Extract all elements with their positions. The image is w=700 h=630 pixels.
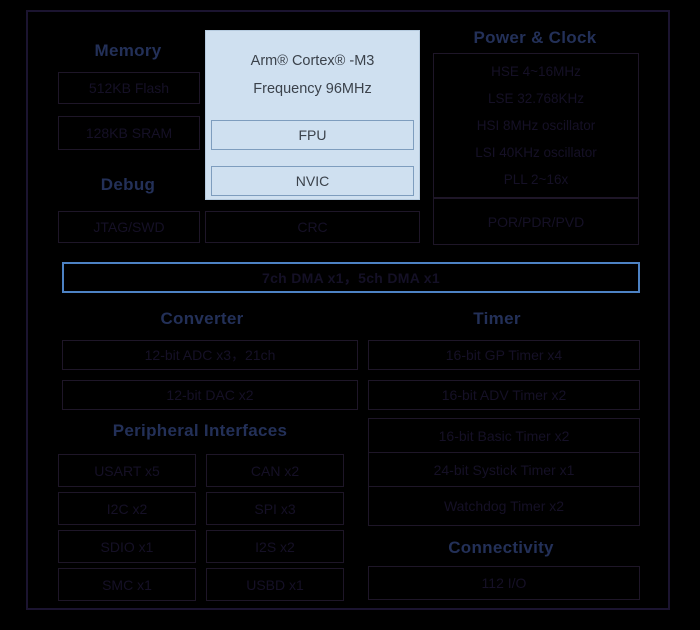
timer-item-gp: 16-bit GP Timer x4 [368, 340, 640, 370]
section-title-peripheral-interfaces: Peripheral Interfaces [112, 421, 288, 440]
section-title-connectivity: Connectivity [448, 538, 554, 557]
peripheral-item-usart: USART x5 [58, 454, 196, 487]
clock-item-hsi: HSI 8MHz oscillator [476, 117, 596, 133]
timer-item-adv: 16-bit ADV Timer x2 [368, 380, 640, 410]
memory-item-sram: 128KB SRAM [58, 116, 200, 150]
timer-item-basic: 16-bit Basic Timer x2 [368, 418, 640, 453]
fpu-box: FPU [211, 120, 414, 150]
cpu-title: Arm® Cortex® -M3 [250, 53, 375, 69]
clock-item-hse: HSE 4~16MHz [491, 63, 581, 79]
section-title-debug: Debug [100, 175, 156, 194]
cpu-frequency: Frequency 96MHz [253, 81, 372, 97]
section-title-timer: Timer [473, 309, 521, 328]
timer-item-watchdog: Watchdog Timer x2 [368, 486, 640, 526]
section-title-memory: Memory [94, 41, 162, 60]
converter-item-adc: 12-bit ADC x3，21ch [62, 340, 358, 370]
peripheral-item-i2c: I2C x2 [58, 492, 196, 525]
diagram-outer-frame [26, 10, 670, 610]
converter-item-dac: 12-bit DAC x2 [62, 380, 358, 410]
clock-item-lsi: LSI 40KHz oscillator [475, 144, 597, 160]
power-item-por-pdr-pvd: POR/PDR/PVD [433, 198, 639, 245]
clock-item-lse: LSE 32.768KHz [487, 90, 585, 106]
nvic-box: NVIC [211, 166, 414, 196]
peripheral-item-sdio: SDIO x1 [58, 530, 196, 563]
debug-item-jtag-swd: JTAG/SWD [58, 211, 200, 243]
peripheral-item-spi: SPI x3 [206, 492, 344, 525]
connectivity-item-io: 112 I/O [368, 566, 640, 600]
section-title-converter: Converter [160, 309, 244, 328]
crc-box: CRC [205, 211, 420, 243]
memory-item-flash: 512KB Flash [58, 72, 200, 104]
section-title-power-clock: Power & Clock [473, 28, 597, 47]
peripheral-item-usbd: USBD x1 [206, 568, 344, 601]
peripheral-item-can: CAN x2 [206, 454, 344, 487]
clock-sources-box: HSE 4~16MHz LSE 32.768KHz HSI 8MHz oscil… [433, 53, 639, 198]
timer-item-systick: 24-bit Systick Timer x1 [368, 452, 640, 487]
cpu-block: Arm® Cortex® -M3 Frequency 96MHz FPU NVI… [205, 30, 420, 200]
clock-item-pll: PLL 2~16x [503, 171, 569, 187]
peripheral-item-smc: SMC x1 [58, 568, 196, 601]
dma-bus-bar: 7ch DMA x1，5ch DMA x1 [62, 262, 640, 293]
peripheral-item-i2s: I2S x2 [206, 530, 344, 563]
